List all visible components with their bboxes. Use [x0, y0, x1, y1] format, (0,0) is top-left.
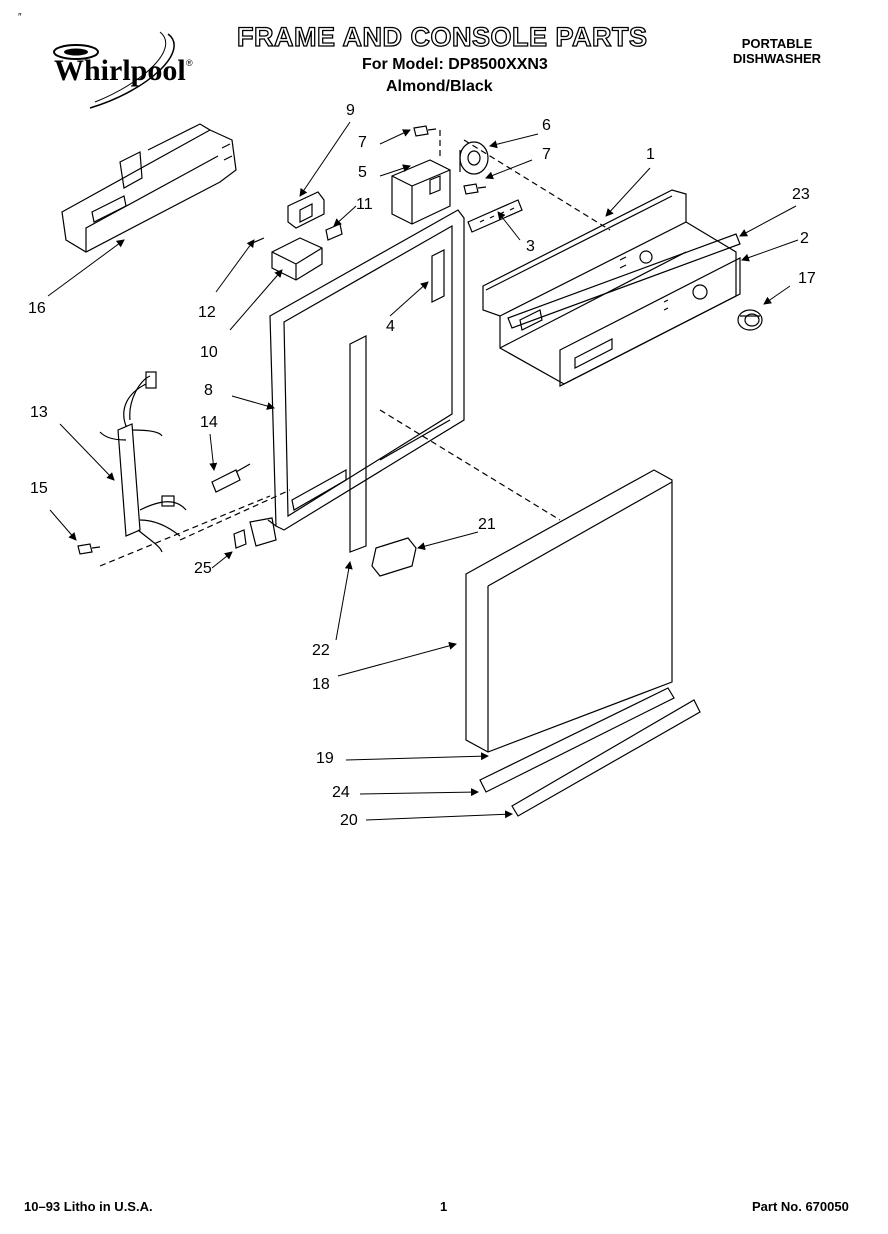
callout-9: 9	[346, 102, 355, 119]
callout-25: 25	[194, 560, 212, 577]
color-line: Almond/Black	[386, 78, 493, 95]
part-16-control-housing	[61, 123, 237, 253]
print-info: 10–93 Litho in U.S.A.	[24, 1199, 153, 1214]
part-25-clip	[233, 517, 277, 549]
part-11-clip	[325, 223, 343, 241]
part-1-console	[482, 189, 737, 385]
part-14-thermostat	[211, 463, 251, 493]
product-category: PORTABLE DISHWASHER	[722, 36, 832, 66]
brand-name: Whirlpool	[54, 54, 186, 87]
part-13-wire-harness	[99, 371, 187, 553]
part-24-door-trim	[479, 687, 675, 793]
callout-20: 20	[340, 812, 358, 829]
callout-3: 3	[526, 238, 535, 255]
part-4-latch	[431, 249, 445, 303]
part-number: Part No. 670050	[752, 1199, 849, 1214]
part-6-dial	[459, 141, 489, 175]
part-2-console-panel	[559, 257, 741, 387]
callout-7-upper: 7	[358, 134, 367, 151]
part-20-gasket	[511, 699, 701, 817]
model-line: For Model: DP8500XXN3	[362, 56, 548, 73]
callout-7-lower: 7	[542, 146, 551, 163]
callout-17: 17	[798, 270, 816, 287]
callout-22: 22	[312, 642, 330, 659]
callout-10: 10	[200, 344, 218, 361]
brand-logo: Whirlpool ®	[40, 30, 200, 110]
brand-swoosh-icon	[53, 31, 175, 109]
category-line-2: DISHWASHER	[732, 51, 822, 66]
corner-mark: ″	[18, 12, 22, 23]
callout-8: 8	[204, 382, 213, 399]
leader-arrows	[47, 121, 799, 821]
category-line-1: PORTABLE	[741, 36, 813, 51]
page-number: 1	[440, 1199, 448, 1214]
callout-1: 1	[646, 146, 655, 163]
part-7-screw-upper	[413, 125, 437, 137]
alignment-lines	[99, 130, 611, 567]
callout-14: 14	[200, 414, 218, 431]
callout-12: 12	[198, 304, 216, 321]
page-title: FRAME AND CONSOLE PARTS	[236, 21, 648, 52]
callout-6: 6	[542, 117, 551, 134]
callout-4: 4	[386, 318, 395, 335]
part-7-screw-lower	[463, 183, 487, 195]
part-18-door-panel	[465, 469, 673, 753]
part-21-retainer	[371, 537, 417, 577]
callout-18: 18	[312, 676, 330, 693]
callout-16: 16	[28, 300, 46, 317]
part-10-bracket	[271, 237, 323, 281]
callout-5: 5	[358, 164, 367, 181]
callout-23: 23	[792, 186, 810, 203]
callout-15: 15	[30, 480, 48, 497]
callout-24: 24	[332, 784, 350, 801]
callout-21: 21	[478, 516, 496, 533]
callout-11: 11	[356, 196, 373, 213]
callout-13: 13	[30, 404, 48, 421]
part-22-insulation-strip	[349, 335, 367, 553]
part-15-screw	[77, 543, 101, 555]
part-8-door-frame	[267, 209, 465, 531]
callout-19: 19	[316, 750, 334, 767]
part-9-lock	[287, 191, 325, 229]
part-3-switch	[467, 199, 523, 233]
part-5-timer	[391, 159, 451, 225]
registered-mark: ®	[186, 58, 193, 68]
part-17-knob	[737, 309, 763, 331]
callout-2: 2	[800, 230, 809, 247]
part-23-trim-strip	[507, 233, 741, 329]
